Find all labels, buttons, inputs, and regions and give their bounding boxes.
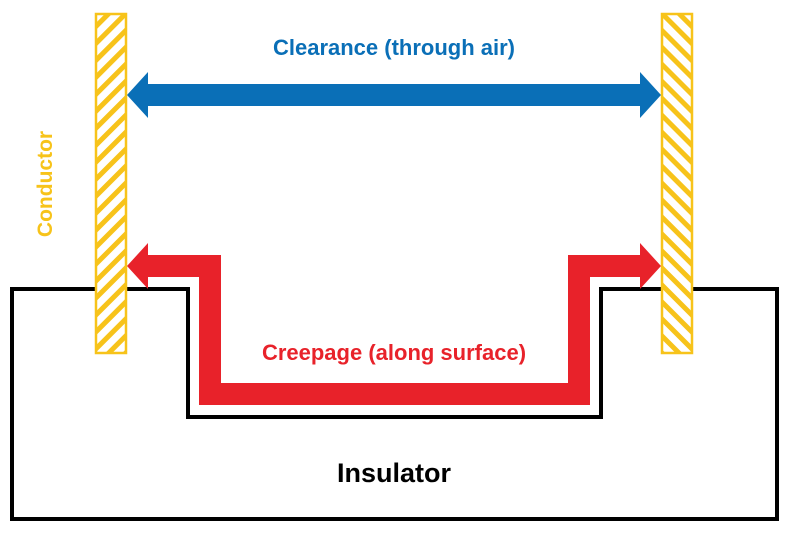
insulator-body (10, 287, 779, 521)
conductor-label: Conductor (34, 131, 57, 237)
clearance-arrow (127, 72, 661, 118)
left-conductor (94, 12, 128, 355)
creepage-label: Creepage (along surface) (262, 340, 526, 365)
clearance-label: Clearance (through air) (273, 35, 515, 60)
insulator-label: Insulator (337, 458, 452, 488)
right-conductor (660, 12, 694, 355)
creepage-arrow (127, 243, 661, 405)
